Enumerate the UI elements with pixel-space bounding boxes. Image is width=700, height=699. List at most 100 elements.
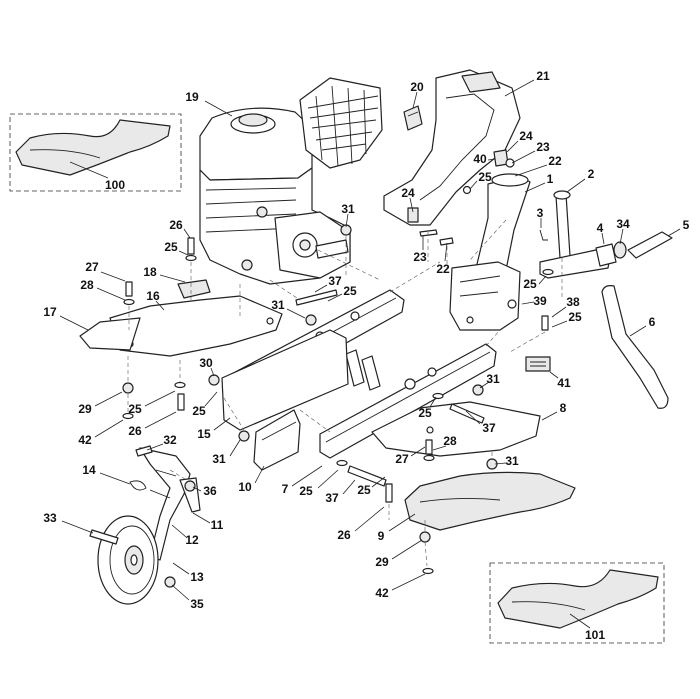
- callout-c25f: 25: [128, 390, 176, 416]
- tube-6: [601, 285, 669, 409]
- leader-line: [171, 524, 187, 538]
- callout-c31e: 31: [212, 439, 241, 466]
- part-number-label: 24: [519, 129, 533, 143]
- leader-line: [524, 182, 546, 193]
- leader-line: [551, 320, 568, 328]
- callout-c29b: 29: [375, 539, 423, 569]
- part-number-label: 37: [328, 274, 342, 288]
- part-number-label: 28: [80, 278, 94, 292]
- callout-c24a: 24: [506, 129, 533, 153]
- leader-line: [619, 228, 624, 245]
- callout-c21: 21: [504, 69, 550, 97]
- part-number-label: 10: [238, 480, 252, 494]
- callout-c100: 100: [69, 161, 125, 192]
- part-number-label: 31: [271, 298, 285, 312]
- part-number-label: 22: [436, 262, 450, 276]
- leader-line: [551, 306, 567, 318]
- part-number-label: 29: [375, 555, 389, 569]
- part-number-label: 25: [128, 402, 142, 416]
- plate-17: [79, 317, 141, 351]
- leader-line: [144, 411, 177, 429]
- frame-rail-7: [319, 343, 497, 459]
- switch-20: [403, 105, 423, 131]
- callout-c32: 32: [146, 433, 177, 451]
- part-number-label: 23: [536, 140, 550, 154]
- assembly-guide-lines: [127, 219, 563, 567]
- callout-c25g: 25: [192, 391, 218, 418]
- callout-c20: 20: [410, 80, 424, 109]
- lever-4: [539, 243, 617, 279]
- callout-c30: 30: [199, 356, 215, 377]
- shield-100: [15, 119, 171, 176]
- axle-bolt-33: [89, 529, 119, 545]
- leader-line: [465, 410, 481, 425]
- leader-line: [210, 367, 215, 377]
- callout-c40: 40: [473, 152, 496, 166]
- callout-c31b: 31: [271, 298, 306, 319]
- nut-35: [164, 576, 176, 588]
- part-number-label: 26: [169, 218, 183, 232]
- leader-line: [100, 271, 126, 282]
- leader-line: [94, 419, 124, 438]
- leader-line: [204, 391, 218, 407]
- bolt-32: [135, 445, 153, 457]
- leader-line: [314, 284, 328, 293]
- leader-line: [213, 417, 231, 431]
- callout-c18: 18: [143, 265, 186, 283]
- callout-c25b: 25: [164, 240, 189, 256]
- callout-c1: 1: [524, 172, 554, 193]
- callout-c37c: 37: [325, 479, 356, 505]
- leader-line: [444, 242, 448, 262]
- callout-c34: 34: [616, 217, 630, 245]
- leader-line: [192, 512, 211, 524]
- leader-line: [291, 465, 323, 487]
- inset-box-part-100: [9, 113, 182, 192]
- leader-line: [479, 381, 490, 389]
- part-number-label: 21: [536, 69, 550, 83]
- bush-34: [613, 241, 627, 259]
- leader-line: [144, 390, 176, 407]
- leader-line: [487, 158, 496, 161]
- callout-c36: 36: [192, 484, 217, 498]
- leader-line: [342, 479, 356, 495]
- callout-c42a: 42: [78, 419, 124, 447]
- leader-line: [569, 613, 591, 629]
- clip-14: [129, 480, 147, 491]
- part-number-label: 3: [537, 206, 544, 220]
- inset-box-part-101: [489, 562, 665, 644]
- part-number-label: 6: [649, 315, 656, 329]
- callout-c11: 11: [192, 512, 224, 532]
- part-number-label: 37: [482, 421, 496, 435]
- part-number-label: 31: [212, 452, 226, 466]
- callout-c31a: 31: [341, 202, 355, 228]
- part-number-label: 100: [105, 178, 125, 192]
- part-number-label: 27: [395, 452, 409, 466]
- part-number-label: 26: [337, 528, 351, 542]
- part-number-label: 28: [443, 434, 457, 448]
- callout-c42b: 42: [375, 573, 426, 600]
- leader-line: [429, 396, 437, 408]
- spacer-sleeves: [345, 349, 381, 391]
- part-number-label: 13: [190, 570, 204, 584]
- leader-line: [667, 228, 681, 237]
- leader-line: [354, 506, 385, 532]
- pin-2: [553, 190, 571, 259]
- callout-c33: 33: [43, 511, 94, 534]
- frame-bracket-plate: [221, 329, 349, 431]
- leader-line: [541, 411, 558, 421]
- wheel-13: [97, 515, 159, 605]
- part-number-label: 25: [418, 406, 432, 420]
- leader-line: [469, 180, 478, 190]
- callout-c41: 41: [549, 371, 571, 390]
- part-number-label: 25: [357, 483, 371, 497]
- leader-line: [391, 573, 426, 591]
- part-number-label: 25: [523, 277, 537, 291]
- callout-c12: 12: [171, 524, 199, 547]
- clip-40-24: [407, 149, 515, 246]
- part-number-label: 40: [473, 152, 487, 166]
- part-number-label: 33: [43, 511, 57, 525]
- callout-c3: 3: [537, 206, 544, 228]
- callout-c25i: 25: [299, 469, 339, 498]
- part-number-label: 16: [146, 289, 160, 303]
